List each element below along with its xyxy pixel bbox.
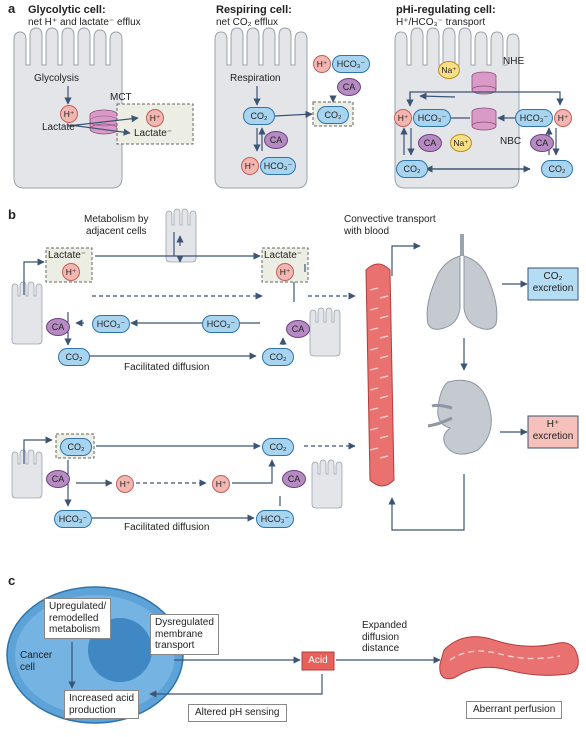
mct-label: MCT [110, 92, 132, 103]
respiring-title: Respiring cell: [216, 4, 292, 16]
acid-box [301, 651, 335, 671]
adjacent-cell-right-top [309, 307, 341, 357]
cancer-cell-label: Cancer cell [20, 650, 53, 673]
na-mid-badge: Na⁺ [450, 134, 472, 152]
co2-badge: CO₂ [243, 107, 275, 125]
co2-in-badge: CO₂ [396, 160, 428, 178]
regulating-subtitle: H⁺/HCO₃⁻ transport [396, 17, 486, 28]
proton-out-reg-badge: H⁺ [554, 109, 572, 127]
lactate-right-label: Lactate⁻ [264, 250, 303, 261]
diffusion-distance-label: Expanded diffusion distance [362, 620, 408, 654]
lungs [426, 234, 498, 330]
acid-label: Acid [308, 655, 328, 666]
co2-excretion-label: CO₂ excretion [532, 271, 574, 294]
membrane-box: Dysregulated membrane transport [150, 614, 219, 655]
ca-left-bottom-badge: CA [46, 470, 70, 488]
hco3-in-badge: HCO₃⁻ [413, 109, 451, 127]
respiring-subtitle: net CO₂ efflux [216, 17, 279, 28]
ca-out-badge: CA [337, 78, 361, 96]
h-left-bottom-badge: H⁺ [116, 475, 134, 493]
proton-in-badge: H⁺ [394, 109, 412, 127]
co2-right-top-badge: CO₂ [262, 348, 294, 366]
aberrant-vessel [439, 636, 579, 680]
nbc-label: NBC [500, 136, 522, 147]
co2-out-reg-badge: CO₂ [541, 160, 573, 178]
co2-left-top-badge: CO₂ [58, 348, 90, 366]
ca-badge: CA [264, 131, 288, 149]
nhe-label: NHE [503, 56, 525, 67]
facilitated-diffusion-top: Facilitated diffusion [124, 362, 210, 373]
h-right-top-badge: H⁺ [276, 263, 294, 281]
proton-out-badge: H⁺ [146, 109, 164, 127]
adjacent-cell-top [165, 208, 197, 263]
lactate-out-label: Lactate⁻ [134, 128, 173, 139]
h-excretion-box [527, 415, 579, 449]
acid-production-box: Increased acid production [64, 690, 140, 719]
hco3-left-top-badge: HCO₃⁻ [92, 315, 130, 333]
ca-out-reg-badge: CA [530, 134, 554, 152]
hco3-badge: HCO₃⁻ [260, 157, 296, 175]
hco3-right-top-badge: HCO₃⁻ [202, 315, 240, 333]
lactate-left-label: Lactate⁻ [48, 250, 87, 261]
lactate-label: Lactate⁻ [42, 122, 81, 133]
panel-a-label: a [8, 1, 16, 16]
proton-respiring-out-badge: H⁺ [313, 55, 331, 73]
glycolytic-subtitle: net H⁺ and lactate⁻ efflux [28, 17, 141, 28]
hco3-out-badge: HCO₃⁻ [332, 55, 370, 73]
co2-left-bottom-badge: CO₂ [60, 438, 92, 456]
adjacent-cell-left-top [11, 281, 43, 345]
glycolysis-label: Glycolysis [34, 73, 80, 84]
respiration-label: Respiration [230, 73, 281, 84]
metabolism-box: Upregulated/ remodelled metabolism [44, 598, 112, 639]
ca-right-top-badge: CA [286, 320, 310, 338]
regulating-title: pHi-regulating cell: [396, 4, 496, 16]
aberrant-perfusion-box: Aberrant perfusion [466, 701, 563, 719]
hco3-right-bottom-badge: HCO₃⁻ [256, 510, 294, 528]
proton-badge: H⁺ [60, 105, 78, 123]
nbc-transporter [471, 107, 497, 131]
ph-sensing-box: Altered pH sensing [188, 704, 287, 722]
panel-c-label: c [8, 573, 16, 588]
co2-out-badge: CO₂ [317, 106, 349, 124]
ca-left-top-badge: CA [46, 318, 70, 336]
h-right-bottom-badge: H⁺ [212, 475, 230, 493]
hco3-left-bottom-badge: HCO₃⁻ [54, 510, 92, 528]
ca-right-bottom-badge: CA [282, 470, 306, 488]
nhe-transporter [471, 71, 497, 95]
co2-right-bottom-badge: CO₂ [262, 438, 294, 456]
kidney [427, 379, 492, 455]
metabolism-adjacent-label: Metabolism by adjacent cells [84, 214, 149, 237]
blood-vessel [365, 263, 395, 487]
facilitated-diffusion-bottom: Facilitated diffusion [124, 522, 210, 533]
proton-respiring-badge: H⁺ [241, 157, 259, 175]
co2-excretion-box [527, 267, 579, 301]
h-excretion-label: H⁺ excretion [532, 419, 574, 442]
na-top-badge: Na⁺ [438, 61, 460, 79]
hco3-out-reg-badge: HCO₃⁻ [515, 109, 553, 127]
ca-in-badge: CA [418, 134, 442, 152]
h-left-top-badge: H⁺ [62, 263, 80, 281]
adjacent-cell-right-bottom [311, 459, 343, 509]
glycolytic-title: Glycolytic cell: [28, 4, 106, 16]
adjacent-cell-left-bottom [11, 449, 43, 499]
convective-label: Convective transport with blood [344, 214, 436, 237]
panel-b-label: b [8, 207, 16, 222]
